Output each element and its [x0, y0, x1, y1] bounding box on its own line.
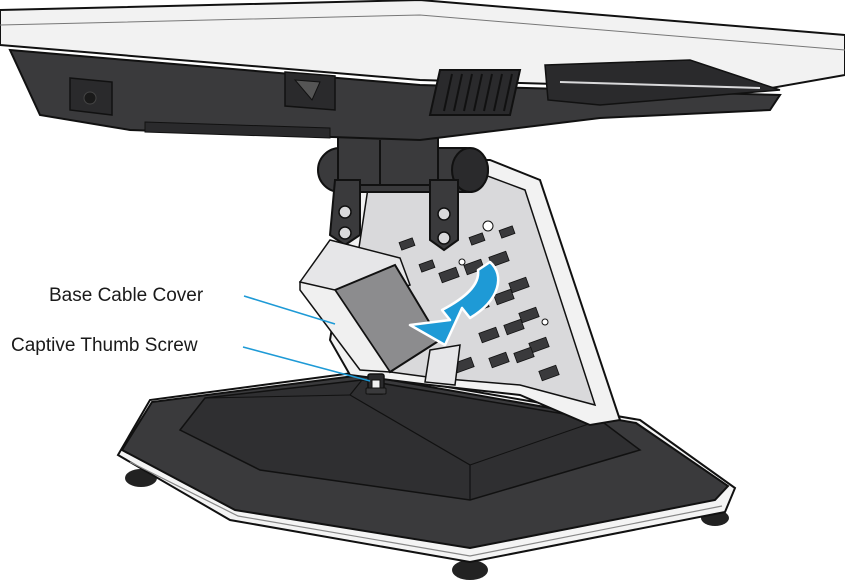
captive-thumb-screw-label: Captive Thumb Screw [11, 335, 198, 356]
base-cable-cover-label: Base Cable Cover [49, 285, 204, 306]
leader-line-base-cable-cover [243, 295, 336, 325]
vent-grille [428, 69, 522, 116]
callout-leaders [242, 295, 371, 382]
captive-thumb-screw [365, 373, 387, 395]
rotation-arrow-icon [408, 260, 500, 347]
hinge-assembly [317, 124, 489, 252]
base-plinth [116, 370, 737, 564]
monitor-body [0, 0, 845, 142]
leader-line-captive-thumb-screw [242, 346, 371, 382]
